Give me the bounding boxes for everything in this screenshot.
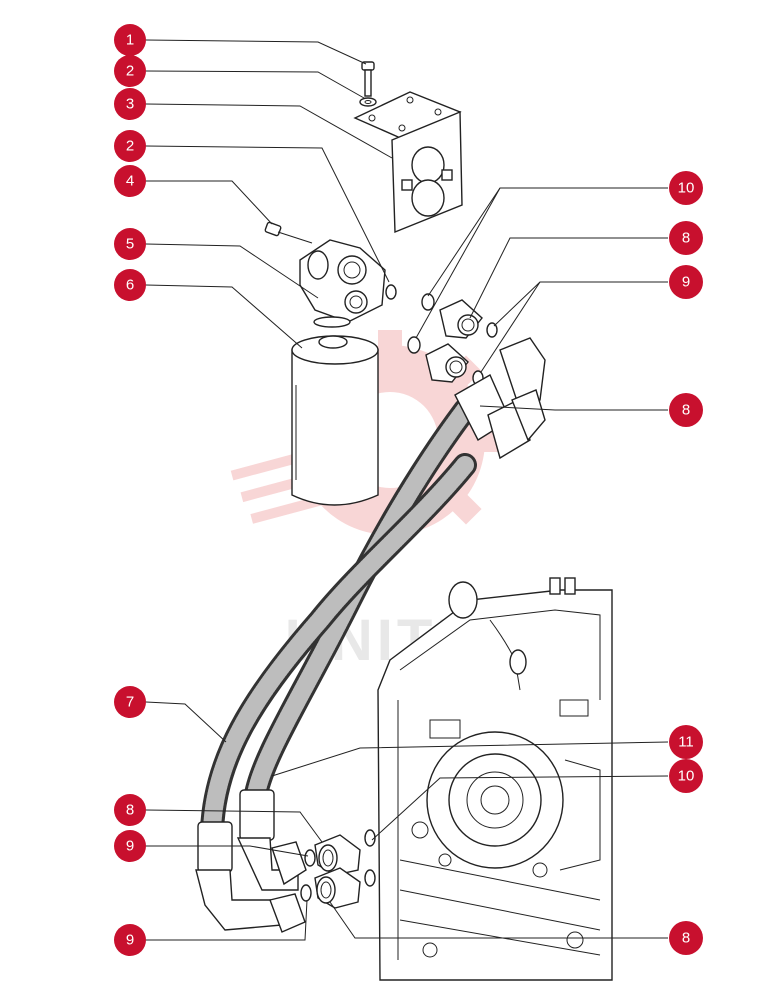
- adapter-fitting-upper-2: [425, 343, 469, 383]
- callout-10-upper: 10: [669, 171, 703, 205]
- hose-assembly-part-7: [195, 337, 546, 933]
- oil-filter-part-6: [291, 335, 379, 506]
- callout-2-label: 2: [126, 63, 134, 80]
- callout-8-upper-label: 8: [682, 230, 690, 247]
- callout-1: 1: [114, 24, 146, 56]
- callout-6: 6: [114, 269, 146, 301]
- callout-3-label: 3: [126, 96, 134, 113]
- callout-4: 4: [114, 165, 146, 197]
- adapter-fitting-lower-2: [314, 867, 361, 909]
- callout-8-lower-left: 8: [114, 794, 146, 826]
- callout-7: 7: [114, 686, 146, 718]
- adapter-fitting-upper-1: [439, 299, 483, 339]
- callout-5-label: 5: [126, 236, 134, 253]
- callout-3: 3: [114, 88, 146, 120]
- adapter-fitting-lower-1: [314, 834, 361, 876]
- callout-5: 5: [114, 228, 146, 260]
- washer-part-2: [359, 97, 377, 107]
- bolt-part-4: [264, 221, 313, 244]
- callout-11: 11: [669, 725, 703, 759]
- o-rings-upper: [407, 293, 498, 386]
- callout-10-upper-label: 10: [678, 180, 695, 197]
- callout-10-lower-label: 10: [678, 768, 695, 785]
- callout-1-label: 1: [126, 32, 134, 49]
- callout-8-lower-right-label: 8: [682, 930, 690, 947]
- callout-9-lower-2-label: 9: [126, 932, 134, 949]
- bracket-part-3: [353, 91, 463, 234]
- callout-11-label: 11: [678, 734, 694, 751]
- washer-part-2b: [385, 284, 397, 300]
- callout-9-upper: 9: [669, 265, 703, 299]
- o-rings-lower: [300, 829, 376, 902]
- callout-4-label: 4: [126, 173, 134, 190]
- callout-2b: 2: [114, 130, 146, 162]
- callout-2: 2: [114, 55, 146, 87]
- callout-7-label: 7: [126, 694, 134, 711]
- callout-8-lower-right: 8: [669, 921, 703, 955]
- filter-head-part-5: [299, 239, 386, 328]
- transmission-housing: [377, 577, 613, 981]
- callout-9-lower-2: 9: [114, 924, 146, 956]
- callout-6-label: 6: [126, 277, 134, 294]
- callout-2b-label: 2: [126, 138, 134, 155]
- callout-8-lower-left-label: 8: [126, 802, 134, 819]
- leader-lines: [145, 39, 669, 941]
- callout-9-upper-label: 9: [682, 274, 690, 291]
- callout-10-lower: 10: [669, 759, 703, 793]
- callout-9-lower-1: 9: [114, 830, 146, 862]
- callout-8-mid-label: 8: [682, 402, 690, 419]
- callout-9-lower-1-label: 9: [126, 838, 134, 855]
- callout-8-mid: 8: [669, 393, 703, 427]
- callout-8-upper: 8: [669, 221, 703, 255]
- bolt-part-1: [361, 61, 375, 97]
